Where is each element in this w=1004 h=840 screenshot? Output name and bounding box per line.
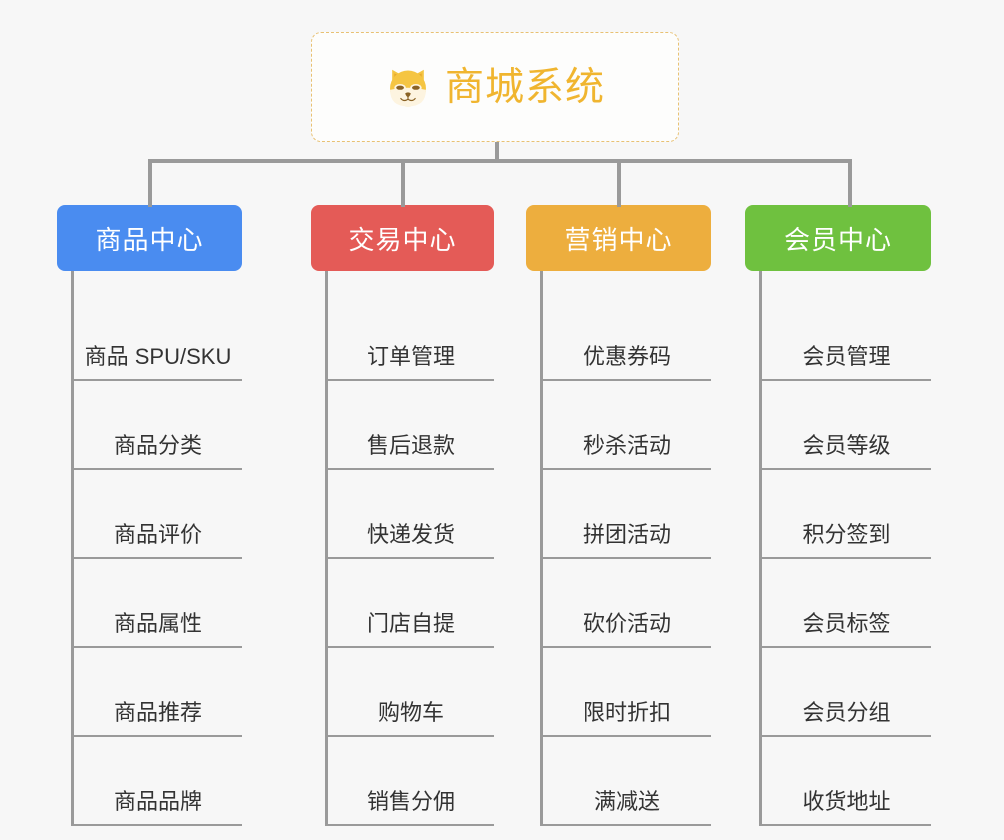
leaf-item-label: 会员等级 [802,432,891,458]
leaf-item-label: 商品分类 [113,432,202,458]
branch-header-label: 营销中心 [564,224,673,255]
leaf-item-label: 商品品牌 [113,788,202,814]
leaf-item[interactable]: 商品属性 [74,559,242,648]
leaf-list-1: 订单管理售后退款快递发货门店自提购物车销售分佣 [325,271,494,826]
leaf-item-label: 优惠券码 [582,343,671,369]
leaf-item-label: 收货地址 [802,788,891,814]
leaf-item[interactable]: 订单管理 [328,292,494,381]
leaf-item-label: 砍价活动 [582,610,671,636]
branch-header-label: 交易中心 [348,224,457,255]
leaf-item[interactable]: 销售分佣 [328,737,494,826]
branch-header-label: 商品中心 [95,224,204,255]
leaf-item-label: 秒杀活动 [582,432,671,458]
branch-drop-line-2 [617,159,621,207]
leaf-list-3: 会员管理会员等级积分签到会员标签会员分组收货地址 [759,271,931,826]
leaf-item[interactable]: 商品 SPU/SKU [74,292,242,381]
leaf-item[interactable]: 商品评价 [74,470,242,559]
leaf-item-label: 门店自提 [366,610,455,636]
leaf-item[interactable]: 商品推荐 [74,648,242,737]
leaf-item[interactable]: 满减送 [543,737,711,826]
branch-column-0: 商品中心商品 SPU/SKU 商品分类商品评价商品属性商品推荐商品品牌 [57,205,242,826]
leaf-item[interactable]: 会员标签 [762,559,931,648]
branch-drop-line-0 [148,159,152,207]
leaf-item[interactable]: 会员分组 [762,648,931,737]
leaf-item[interactable]: 商品分类 [74,381,242,470]
leaf-item-label: 订单管理 [366,343,455,369]
leaf-item[interactable]: 购物车 [328,648,494,737]
leaf-item[interactable]: 积分签到 [762,470,931,559]
leaf-item-label: 满减送 [593,788,660,814]
leaf-item-label: 会员分组 [802,699,891,725]
leaf-item-label: 售后退款 [366,432,455,458]
branch-drop-line-1 [401,159,405,207]
leaf-item-label: 商品 SPU/SKU [84,343,232,369]
leaf-item[interactable]: 优惠券码 [543,292,711,381]
branch-column-3: 会员中心会员管理会员等级积分签到会员标签会员分组收货地址 [745,205,931,826]
leaf-item[interactable]: 会员管理 [762,292,931,381]
branch-header-3[interactable]: 会员中心 [745,205,931,271]
leaf-item-label: 积分签到 [802,521,891,547]
branch-header-label: 会员中心 [783,224,892,255]
leaf-item-label: 拼团活动 [582,521,671,547]
branch-header-0[interactable]: 商品中心 [57,205,242,271]
leaf-item-label: 商品评价 [113,521,202,547]
root-title: 商城系统 [444,65,605,109]
root-node[interactable]: 商城系统 [311,32,679,142]
shiba-dog-icon [390,69,426,107]
leaf-item[interactable]: 快递发货 [328,470,494,559]
branch-header-2[interactable]: 营销中心 [526,205,711,271]
branch-drop-line-3 [848,159,852,207]
leaf-item[interactable]: 收货地址 [762,737,931,826]
leaf-item-label: 快递发货 [366,521,455,547]
branch-connector-bar [148,159,852,163]
leaf-item-label: 购物车 [377,699,444,725]
leaf-item-label: 商品推荐 [113,699,202,725]
leaf-item-label: 会员管理 [802,343,891,369]
leaf-item[interactable]: 砍价活动 [543,559,711,648]
leaf-item[interactable]: 售后退款 [328,381,494,470]
leaf-item[interactable]: 秒杀活动 [543,381,711,470]
leaf-item[interactable]: 商品品牌 [74,737,242,826]
leaf-list-2: 优惠券码秒杀活动拼团活动砍价活动限时折扣满减送 [540,271,711,826]
leaf-item-label: 销售分佣 [366,788,455,814]
branch-column-1: 交易中心订单管理售后退款快递发货门店自提购物车销售分佣 [311,205,494,826]
leaf-item-label: 商品属性 [113,610,202,636]
leaf-item[interactable]: 限时折扣 [543,648,711,737]
leaf-item-label: 会员标签 [802,610,891,636]
leaf-item[interactable]: 门店自提 [328,559,494,648]
root-connector-stem [495,142,499,163]
leaf-list-0: 商品 SPU/SKU 商品分类商品评价商品属性商品推荐商品品牌 [71,271,242,826]
branch-column-2: 营销中心优惠券码秒杀活动拼团活动砍价活动限时折扣满减送 [526,205,711,826]
leaf-item[interactable]: 会员等级 [762,381,931,470]
leaf-item-label: 限时折扣 [582,699,671,725]
leaf-item[interactable]: 拼团活动 [543,470,711,559]
branch-header-1[interactable]: 交易中心 [311,205,494,271]
